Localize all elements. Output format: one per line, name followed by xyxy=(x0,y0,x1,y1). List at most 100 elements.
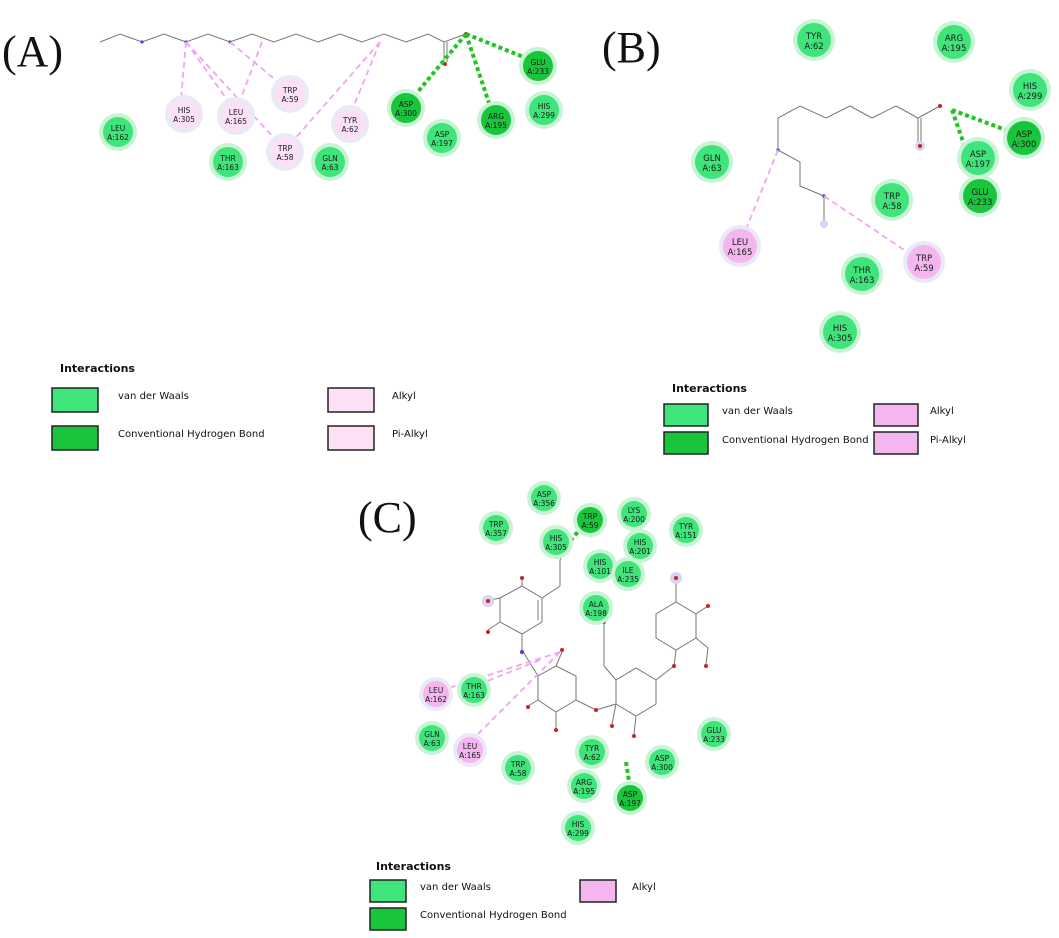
residue-disc xyxy=(649,749,675,775)
residue-name: TRP xyxy=(915,254,932,264)
residue-number: A:197 xyxy=(619,799,641,808)
residue-name: ASP xyxy=(655,754,670,763)
residue-number: A:233 xyxy=(527,67,549,76)
residue-name: LEU xyxy=(732,238,748,248)
residue-disc xyxy=(627,533,653,559)
residue-name: TYR xyxy=(678,522,693,531)
residue-disc xyxy=(577,507,603,533)
residue-disc xyxy=(523,51,553,81)
residue-number: A:151 xyxy=(675,531,697,540)
residue-name: TRP xyxy=(277,144,293,153)
residue-number: A:300 xyxy=(651,763,673,772)
residue-disc xyxy=(270,137,300,167)
panel-c-label: (C) xyxy=(358,493,417,542)
residue-name: ASP xyxy=(623,790,638,799)
panel-a-legend: Interactions van der Waals Conventional … xyxy=(51,362,428,451)
residue-disc xyxy=(335,109,365,139)
residue-disc xyxy=(169,99,199,129)
residue-number: A:165 xyxy=(728,248,753,258)
residue-number: A:200 xyxy=(623,515,645,524)
residue-number: A:58 xyxy=(882,202,901,212)
residue-name: ALA xyxy=(589,600,604,609)
residue-disc xyxy=(529,95,559,125)
panel-a-hbond-lines xyxy=(404,32,537,119)
residue-disc xyxy=(695,145,729,179)
legend-swatch-vdw xyxy=(663,403,709,427)
residue-name: GLU xyxy=(530,58,545,67)
residue-disc xyxy=(543,529,569,555)
residue-disc xyxy=(963,179,997,213)
panel-c-ligand xyxy=(482,544,710,738)
residue-number: A:300 xyxy=(1012,140,1037,150)
panel-b-legend-alkyl: Alkyl xyxy=(930,406,954,417)
residue-number: A:235 xyxy=(617,575,639,584)
residue-number: A:201 xyxy=(629,547,651,556)
residue-disc xyxy=(391,93,421,123)
panel-b: (B) TYRA:62ARGA:195HISA:299ASPA:300ASPA:… xyxy=(602,19,1051,455)
residue-number: A:163 xyxy=(217,163,239,172)
residue-number: A:62 xyxy=(804,42,823,52)
residue-name: TYR xyxy=(805,32,822,42)
panel-a-residues: LEUA:162HISA:305LEUA:165TRPA:59TRPA:58TY… xyxy=(99,47,563,181)
residue-disc xyxy=(907,245,941,279)
residue-number: A:195 xyxy=(573,787,595,796)
panel-c-legend-alkyl: Alkyl xyxy=(632,882,656,893)
residue-disc xyxy=(797,23,831,57)
panel-b-legend-title: Interactions xyxy=(672,382,747,395)
panel-c: (C) xyxy=(358,481,731,931)
residue-name: HIS xyxy=(550,534,563,543)
residue-number: A:101 xyxy=(589,567,611,576)
residue-disc xyxy=(845,257,879,291)
residue-number: A:195 xyxy=(942,44,967,54)
residue-number: A:62 xyxy=(341,125,358,134)
residue-number: A:163 xyxy=(850,276,875,286)
residue-disc xyxy=(673,517,699,543)
residue-disc xyxy=(1013,73,1047,107)
residue-name: GLN xyxy=(322,154,338,163)
panel-b-label: (B) xyxy=(602,23,661,72)
residue-name: HIS xyxy=(594,558,607,567)
panel-a-ligand xyxy=(99,32,468,66)
residue-name: LEU xyxy=(229,108,243,117)
residue-name: HIS xyxy=(572,820,585,829)
panel-a-legend-vdw: van der Waals xyxy=(118,391,189,402)
residue-number: A:58 xyxy=(276,153,293,162)
residue-number: A:163 xyxy=(463,691,485,700)
residue-name: THR xyxy=(465,682,481,691)
residue-name: ARG xyxy=(488,112,504,121)
residue-disc xyxy=(587,553,613,579)
residue-name: TRP xyxy=(883,192,900,202)
legend-swatch-vdw xyxy=(369,879,407,903)
residue-name: HIS xyxy=(538,102,551,111)
legend-swatch-alkyl xyxy=(873,403,919,427)
panel-a-legend-title: Interactions xyxy=(60,362,135,375)
residue-number: A:356 xyxy=(533,499,555,508)
residue-number: A:63 xyxy=(321,163,338,172)
residue-disc xyxy=(579,739,605,765)
residue-disc xyxy=(823,315,857,349)
residue-disc xyxy=(617,785,643,811)
residue-disc xyxy=(701,721,727,747)
panel-b-legend-vdw: van der Waals xyxy=(722,406,793,417)
